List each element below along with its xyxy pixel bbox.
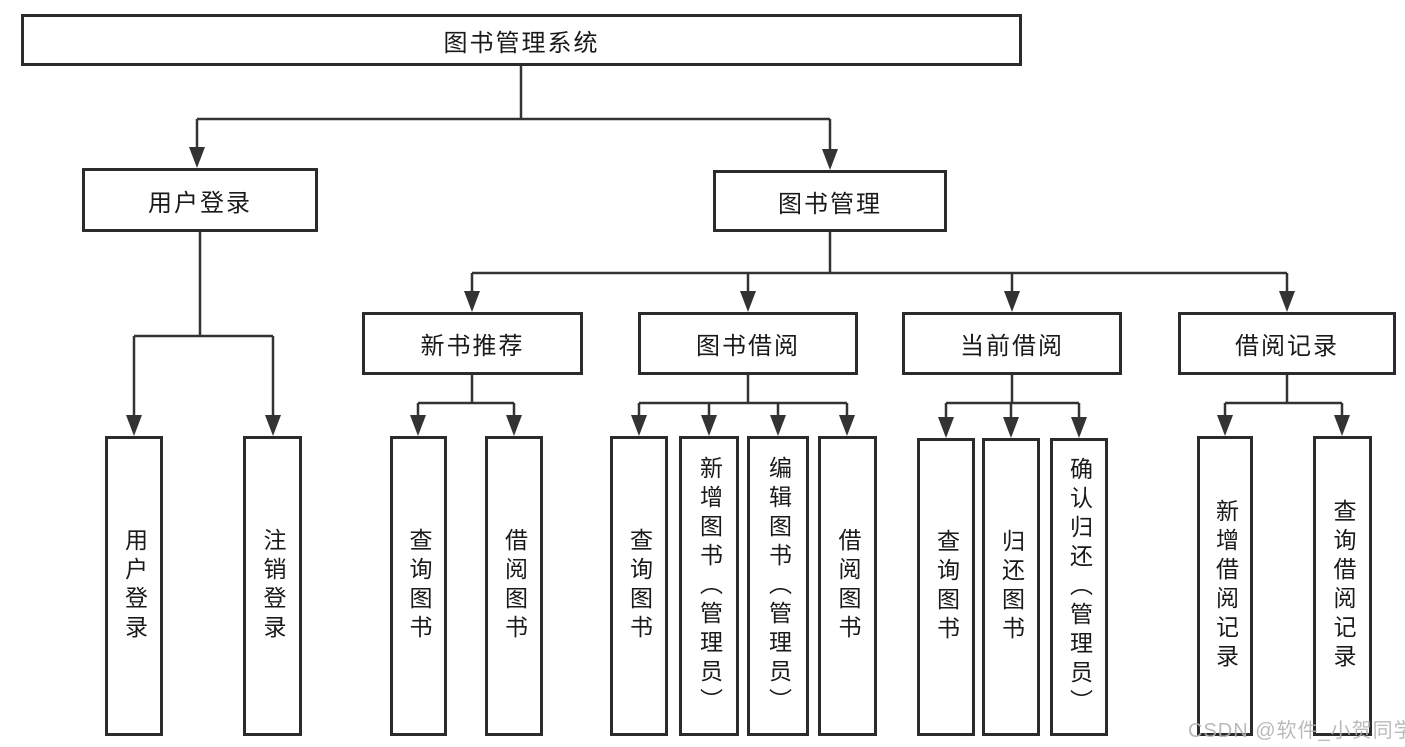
connector-login-to-children [132,232,275,416]
leaf-add-borrow-record: 新增借阅记录 [1197,436,1253,736]
connector-mgmt-to-branches [470,232,1289,293]
node-borrow-record: 借阅记录 [1178,312,1396,375]
node-new-book-recommend: 新书推荐 [362,312,583,375]
node-book-borrow: 图书借阅 [638,312,858,375]
leaf-edit-book-admin: 编辑图书（管理员） [747,436,809,736]
leaf-borrow-query-book: 查询图书 [610,436,668,736]
connector-branch-rails [416,375,1344,417]
leaf-borrow-book: 借阅图书 [818,436,877,736]
leaf-current-query-book: 查询图书 [917,438,975,736]
leaf-recommend-query-book: 查询图书 [390,436,447,736]
node-current-borrow: 当前借阅 [902,312,1122,375]
leaf-query-borrow-record: 查询借阅记录 [1313,436,1372,736]
connector-root-to-level2 [195,66,832,151]
watermark-text: CSDN @软件_小贺同学 [1188,720,1405,742]
leaf-user-login: 用户登录 [105,436,163,736]
leaf-confirm-return-admin: 确认归还（管理员） [1050,438,1108,736]
node-book-mgmt: 图书管理 [713,170,947,232]
leaf-recommend-borrow-book: 借阅图书 [485,436,543,736]
leaf-logout: 注销登录 [243,436,302,736]
node-user-login: 用户登录 [82,168,318,232]
leaf-add-book-admin: 新增图书（管理员） [679,436,739,736]
leaf-return-book: 归还图书 [982,438,1040,736]
node-root: 图书管理系统 [21,14,1022,66]
